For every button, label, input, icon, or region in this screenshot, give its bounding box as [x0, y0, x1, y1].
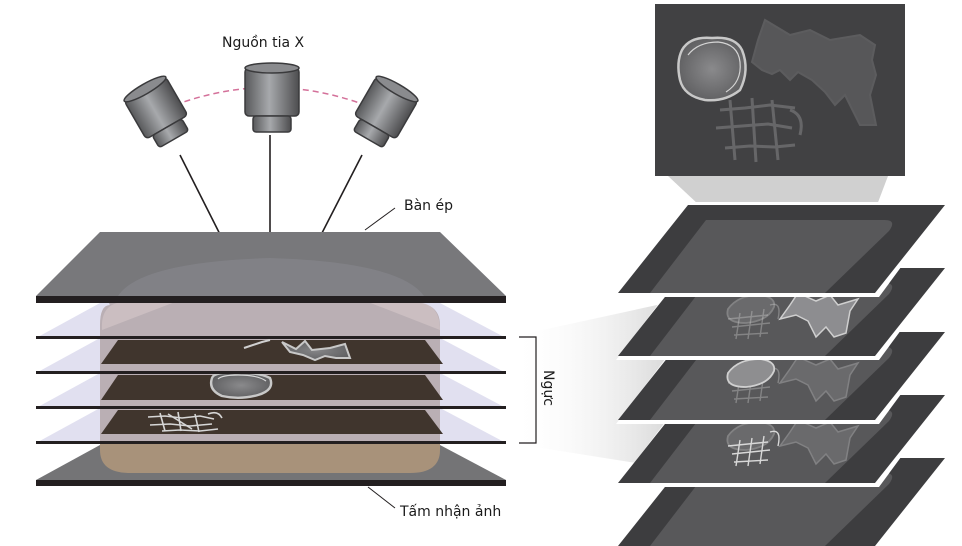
spiculated-mass-shadow	[750, 18, 878, 126]
slab-inner	[650, 220, 893, 293]
slice-3	[101, 410, 443, 434]
zoom-beam	[668, 176, 888, 205]
source-arc	[174, 86, 366, 106]
xray-source-center	[244, 62, 300, 133]
fibrous-network-feature	[147, 411, 223, 433]
round-lesion-feature	[726, 358, 776, 388]
compression-plate-label: Bàn ép	[404, 198, 453, 214]
spiculated-mass-feature	[778, 292, 860, 339]
slice-2	[101, 371, 443, 400]
xray-source-left	[123, 75, 189, 148]
detector-label: Tấm nhận ảnh	[399, 504, 501, 520]
slab-inner	[650, 347, 893, 420]
spiculated-mass-ghost	[778, 419, 860, 466]
fibrous-network-ghost	[727, 303, 780, 340]
fibrous-network-shadow	[715, 97, 803, 163]
fibrous-network-feature	[727, 430, 780, 467]
breast-label: Ngực	[540, 370, 556, 406]
compression-plate-leader	[364, 207, 396, 231]
compression-plate	[36, 232, 506, 303]
round-lesion-highlight	[677, 36, 747, 102]
spiculated-mass-ghost	[778, 356, 860, 403]
slab-inner	[650, 473, 893, 546]
xray-source-label: Nguồn tia X	[222, 34, 305, 51]
breast-bracket	[519, 336, 537, 444]
slice-1	[101, 339, 443, 364]
reconstructed-slice-stack	[616, 202, 949, 546]
reconstructed-image	[655, 4, 905, 176]
slice-plane-edges	[36, 336, 506, 444]
xray-source-right	[353, 75, 419, 148]
round-lesion-feature	[209, 371, 273, 399]
spiculated-mass-feature	[281, 339, 352, 362]
slab-inner	[650, 410, 893, 483]
detector-leader	[367, 486, 396, 509]
recon-slice-top	[616, 202, 949, 297]
